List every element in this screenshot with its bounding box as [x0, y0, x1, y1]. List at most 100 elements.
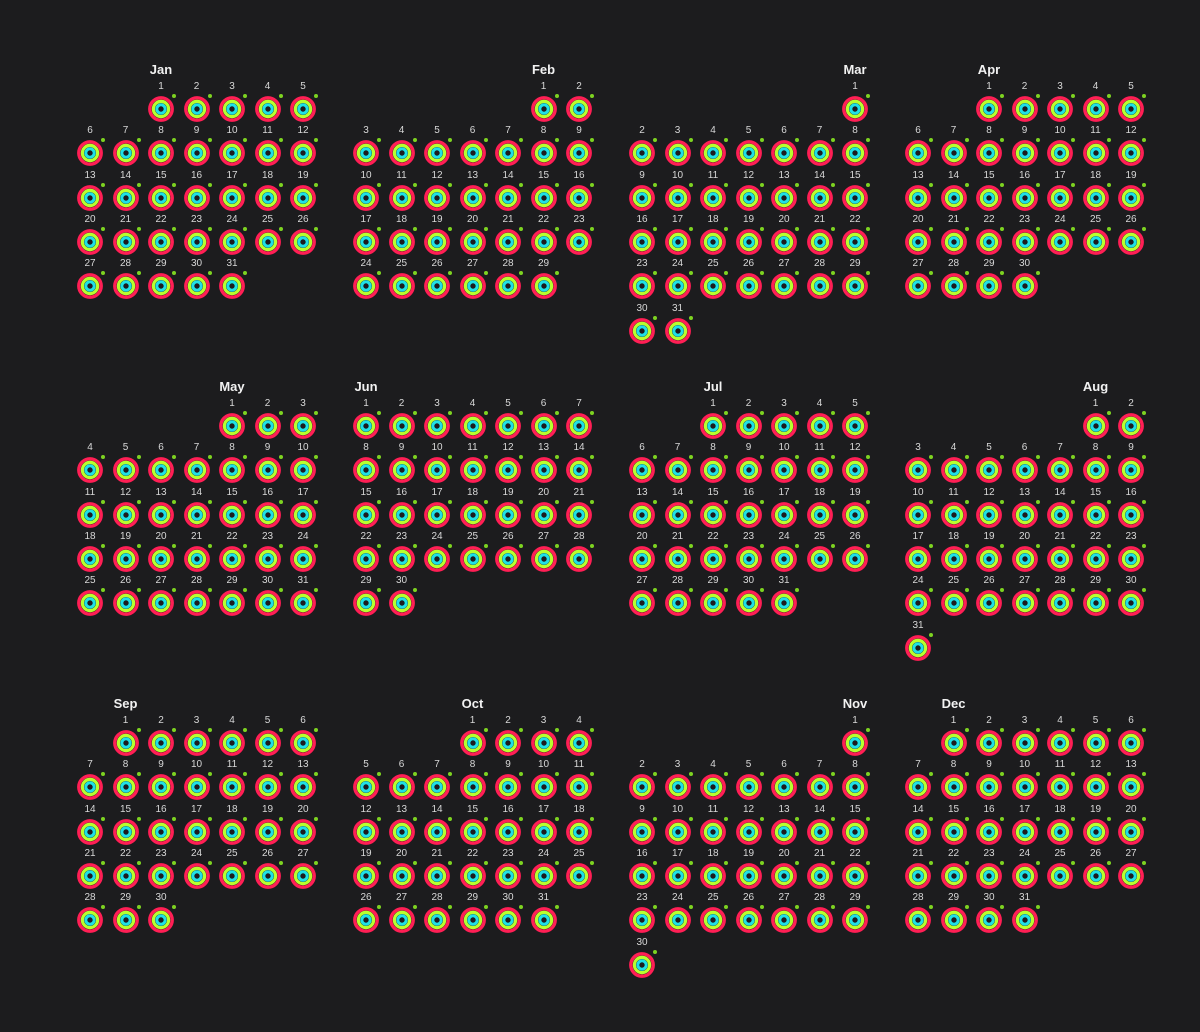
calendar-day[interactable]: 30 [735, 576, 764, 617]
calendar-day[interactable]: 22 [1082, 531, 1111, 572]
calendar-day[interactable]: 1 [218, 399, 247, 439]
calendar-day[interactable]: 16 [735, 487, 764, 528]
calendar-day[interactable]: 9 [183, 126, 212, 167]
calendar-day[interactable]: 15 [147, 170, 176, 211]
calendar-day[interactable]: 8 [940, 760, 969, 801]
calendar-day[interactable]: 24 [1046, 214, 1075, 255]
calendar-day[interactable]: 28 [664, 576, 693, 617]
calendar-day[interactable]: 30 [628, 937, 657, 978]
calendar-day[interactable]: 18 [218, 804, 247, 845]
calendar-day[interactable]: 15 [841, 804, 870, 845]
calendar-day[interactable]: 23 [183, 214, 212, 255]
calendar-day[interactable]: 12 [735, 170, 764, 211]
calendar-day[interactable]: 27 [76, 259, 105, 300]
calendar-day[interactable]: 20 [1117, 804, 1146, 845]
calendar-day[interactable]: 14 [565, 443, 594, 484]
calendar-day[interactable]: 22 [699, 531, 728, 572]
calendar-day[interactable]: 26 [112, 576, 141, 617]
calendar-day[interactable]: 16 [628, 848, 657, 889]
calendar-day[interactable]: 8 [218, 443, 247, 484]
calendar-day[interactable]: 31 [904, 620, 933, 661]
calendar-day[interactable]: 2 [183, 82, 212, 122]
calendar-day[interactable]: 26 [841, 531, 870, 572]
calendar-day[interactable]: 13 [147, 487, 176, 528]
calendar-day[interactable]: 19 [1082, 804, 1111, 845]
calendar-day[interactable]: 13 [459, 170, 488, 211]
calendar-day[interactable]: 5 [289, 82, 318, 122]
calendar-day[interactable]: 3 [1011, 716, 1040, 756]
calendar-day[interactable]: 20 [459, 214, 488, 255]
calendar-day[interactable]: 5 [1117, 82, 1146, 122]
calendar-day[interactable]: 21 [1046, 531, 1075, 572]
calendar-day[interactable]: 16 [1011, 170, 1040, 211]
calendar-day[interactable]: 19 [735, 214, 764, 255]
calendar-day[interactable]: 16 [254, 487, 283, 528]
calendar-day[interactable]: 14 [806, 170, 835, 211]
calendar-day[interactable]: 29 [147, 259, 176, 300]
calendar-day[interactable]: 30 [628, 303, 657, 344]
calendar-day[interactable]: 31 [1011, 893, 1040, 934]
calendar-day[interactable]: 21 [664, 531, 693, 572]
calendar-day[interactable]: 9 [254, 443, 283, 484]
calendar-day[interactable]: 6 [628, 443, 657, 484]
calendar-day[interactable]: 17 [1011, 804, 1040, 845]
calendar-day[interactable]: 25 [1082, 214, 1111, 255]
calendar-day[interactable]: 1 [112, 716, 141, 756]
calendar-day[interactable]: 28 [183, 576, 212, 617]
calendar-day[interactable]: 5 [254, 716, 283, 756]
calendar-day[interactable]: 28 [565, 531, 594, 572]
calendar-day[interactable]: 9 [735, 443, 764, 484]
calendar-day[interactable]: 8 [841, 760, 870, 801]
calendar-day[interactable]: 24 [289, 531, 318, 572]
calendar-day[interactable]: 31 [218, 259, 247, 300]
calendar-day[interactable]: 23 [1117, 531, 1146, 572]
calendar-day[interactable]: 8 [147, 126, 176, 167]
calendar-day[interactable]: 6 [530, 399, 559, 439]
calendar-day[interactable]: 10 [1046, 126, 1075, 167]
calendar-day[interactable]: 20 [1011, 531, 1040, 572]
calendar-day[interactable]: 20 [628, 531, 657, 572]
calendar-day[interactable]: 8 [699, 443, 728, 484]
calendar-day[interactable]: 7 [806, 760, 835, 801]
calendar-day[interactable]: 25 [254, 214, 283, 255]
calendar-day[interactable]: 10 [352, 170, 381, 211]
calendar-day[interactable]: 12 [494, 443, 523, 484]
calendar-day[interactable]: 21 [494, 214, 523, 255]
calendar-day[interactable]: 23 [975, 848, 1004, 889]
calendar-day[interactable]: 24 [664, 259, 693, 300]
calendar-day[interactable]: 24 [218, 214, 247, 255]
calendar-day[interactable]: 15 [112, 804, 141, 845]
calendar-day[interactable]: 31 [664, 303, 693, 344]
calendar-day[interactable]: 17 [770, 487, 799, 528]
calendar-day[interactable]: 18 [254, 170, 283, 211]
calendar-day[interactable]: 28 [940, 259, 969, 300]
calendar-day[interactable]: 11 [1082, 126, 1111, 167]
calendar-day[interactable]: 7 [494, 126, 523, 167]
calendar-day[interactable]: 16 [1117, 487, 1146, 528]
calendar-day[interactable]: 17 [423, 487, 452, 528]
calendar-day[interactable]: 6 [1011, 443, 1040, 484]
calendar-day[interactable]: 25 [699, 259, 728, 300]
calendar-day[interactable]: 3 [183, 716, 212, 756]
calendar-day[interactable]: 16 [565, 170, 594, 211]
calendar-day[interactable]: 16 [388, 487, 417, 528]
calendar-day[interactable]: 31 [530, 893, 559, 934]
calendar-day[interactable]: 2 [1117, 399, 1146, 439]
calendar-day[interactable]: 23 [388, 531, 417, 572]
calendar-day[interactable]: 24 [1011, 848, 1040, 889]
calendar-day[interactable]: 9 [628, 170, 657, 211]
calendar-day[interactable]: 23 [1011, 214, 1040, 255]
calendar-day[interactable]: 27 [530, 531, 559, 572]
calendar-day[interactable]: 6 [388, 760, 417, 801]
calendar-day[interactable]: 5 [841, 399, 870, 439]
calendar-day[interactable]: 30 [388, 576, 417, 617]
calendar-day[interactable]: 11 [699, 804, 728, 845]
calendar-day[interactable]: 26 [423, 259, 452, 300]
calendar-day[interactable]: 23 [628, 259, 657, 300]
calendar-day[interactable]: 29 [699, 576, 728, 617]
calendar-day[interactable]: 4 [699, 760, 728, 801]
calendar-day[interactable]: 17 [352, 214, 381, 255]
calendar-day[interactable]: 27 [770, 259, 799, 300]
calendar-day[interactable]: 12 [1117, 126, 1146, 167]
calendar-day[interactable]: 27 [770, 893, 799, 934]
